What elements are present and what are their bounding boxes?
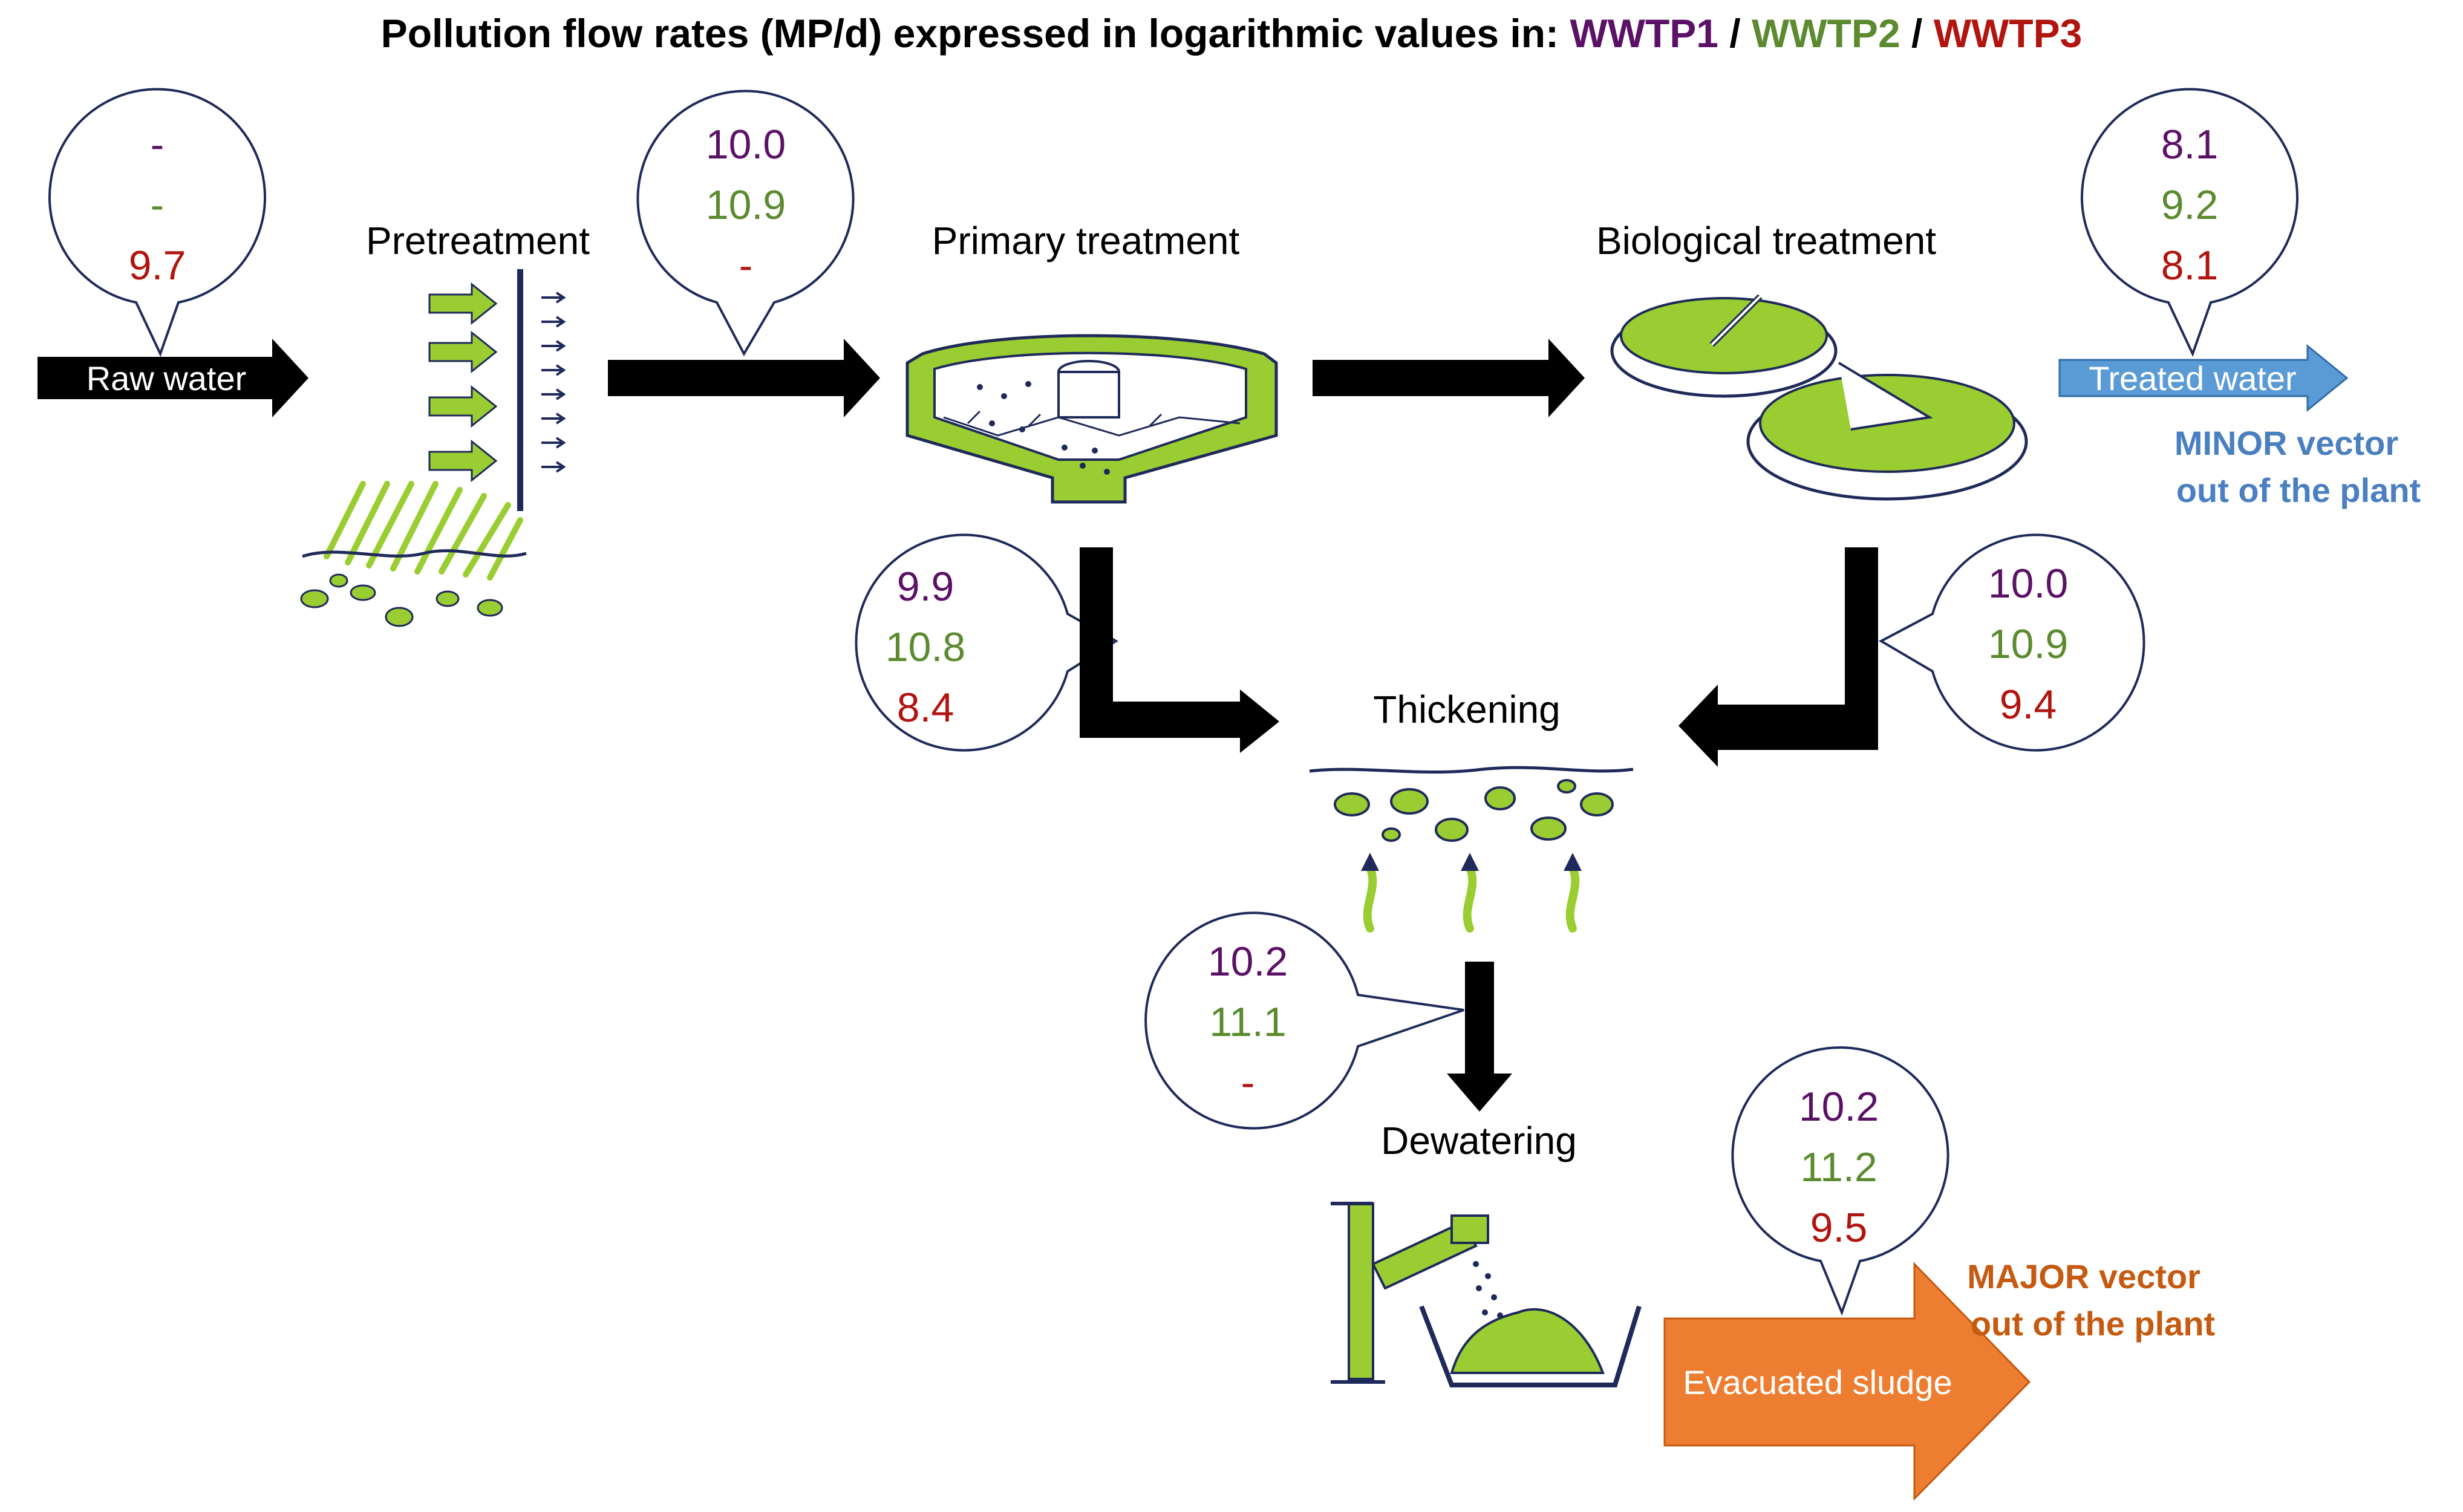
bubble-raw-shape — [48, 88, 266, 357]
minor-vector-line2: out of the plant — [2176, 471, 2421, 509]
title-prefix: Pollution flow rates (MP/d) expressed in… — [381, 11, 1570, 56]
primary-sludge-arrow — [1080, 547, 1279, 753]
treated-wwtp3-value: 8.1 — [2161, 243, 2219, 288]
primary-sludge-wwtp3-value: 8.4 — [897, 685, 954, 731]
evacuated-sludge-wwtp1-value: 10.2 — [1799, 1084, 1879, 1130]
evacuated-sludge-label: Evacuated sludge — [1683, 1363, 1952, 1401]
treated-wwtp1-value: 8.1 — [2161, 122, 2219, 168]
bubble-treated-shape — [2081, 88, 2298, 357]
raw-wwtp2-value: - — [151, 182, 165, 228]
biological-sludge-arrow — [1678, 547, 1878, 767]
bubble-biological-sludge-shape — [1878, 533, 2145, 752]
stage-label-biological: Biological treatment — [1596, 219, 1936, 262]
title-sep2: / — [1900, 11, 1934, 56]
evacuated-sludge-arrow — [1663, 1262, 2031, 1501]
primary-sludge-wwtp2-value: 10.8 — [886, 624, 965, 670]
after-pretreatment-wwtp2-value: 10.9 — [706, 182, 786, 228]
thickening-to-dewatering-arrow — [1447, 962, 1512, 1112]
biological-sludge-wwtp1-value: 10.0 — [1988, 561, 2068, 607]
thickened-sludge-wwtp1-value: 10.2 — [1208, 939, 1288, 985]
stage-label-thickening: Thickening — [1373, 688, 1561, 731]
biological-sludge-wwtp3-value: 9.4 — [2000, 682, 2057, 728]
title-sep1: / — [1718, 11, 1752, 56]
thickening-icon — [1309, 766, 1634, 933]
bubble-primary-sludge-shape — [855, 533, 1118, 752]
dewatering-icon — [1331, 1202, 1642, 1387]
stage-label-dewatering: Dewatering — [1381, 1119, 1577, 1162]
treated-water-label: Treated water — [2089, 359, 2296, 397]
bubble-thickened-sludge-shape — [1144, 911, 1464, 1130]
biological-sludge-wwtp2-value: 10.9 — [1988, 621, 2068, 667]
stage-label-primary: Primary treatment — [932, 219, 1240, 262]
primary-clarifier-icon — [905, 334, 1278, 504]
primary-to-biological-arrow — [1313, 339, 1585, 417]
raw-water-label: Raw water — [86, 359, 247, 397]
diagram-title: Pollution flow rates (MP/d) expressed in… — [381, 11, 2083, 56]
after-pretreatment-wwtp3-value: - — [739, 243, 753, 288]
after-pretreatment-wwtp1-value: 10.0 — [706, 122, 786, 168]
thickened-sludge-wwtp3-value: - — [1241, 1060, 1255, 1106]
evacuated-sludge-wwtp3-value: 9.5 — [1810, 1205, 1868, 1251]
primary-sludge-wwtp1-value: 9.9 — [897, 564, 954, 610]
thickened-sludge-wwtp2-value: 11.1 — [1209, 999, 1286, 1045]
biological-basins-icon — [1610, 294, 2028, 501]
bubble-after-pretreatment-shape — [636, 90, 855, 357]
pretreatment-to-primary-arrow — [608, 339, 880, 417]
minor-vector-line1: MINOR vector — [2174, 424, 2398, 462]
treated-wwtp2-value: 9.2 — [2161, 182, 2219, 228]
evacuated-sludge-wwtp2-value: 11.2 — [1800, 1144, 1877, 1190]
major-vector-line1: MAJOR vector — [1967, 1257, 2200, 1295]
stage-label-pretreatment: Pretreatment — [366, 219, 590, 262]
title-wwtp3: WWTP3 — [1934, 11, 2083, 56]
raw-wwtp3-value: 9.7 — [129, 243, 186, 288]
raw-wwtp1-value: - — [151, 122, 165, 168]
pretreatment-screen-icon — [300, 269, 566, 627]
title-wwtp2: WWTP2 — [1752, 11, 1900, 56]
treated-water-arrow — [2058, 344, 2349, 412]
bubble-evacuated-sludge-shape — [1731, 1046, 1949, 1316]
title-wwtp1: WWTP1 — [1570, 11, 1718, 56]
major-vector-line2: out of the plant — [1971, 1305, 2215, 1343]
raw-water-arrow — [38, 339, 308, 417]
